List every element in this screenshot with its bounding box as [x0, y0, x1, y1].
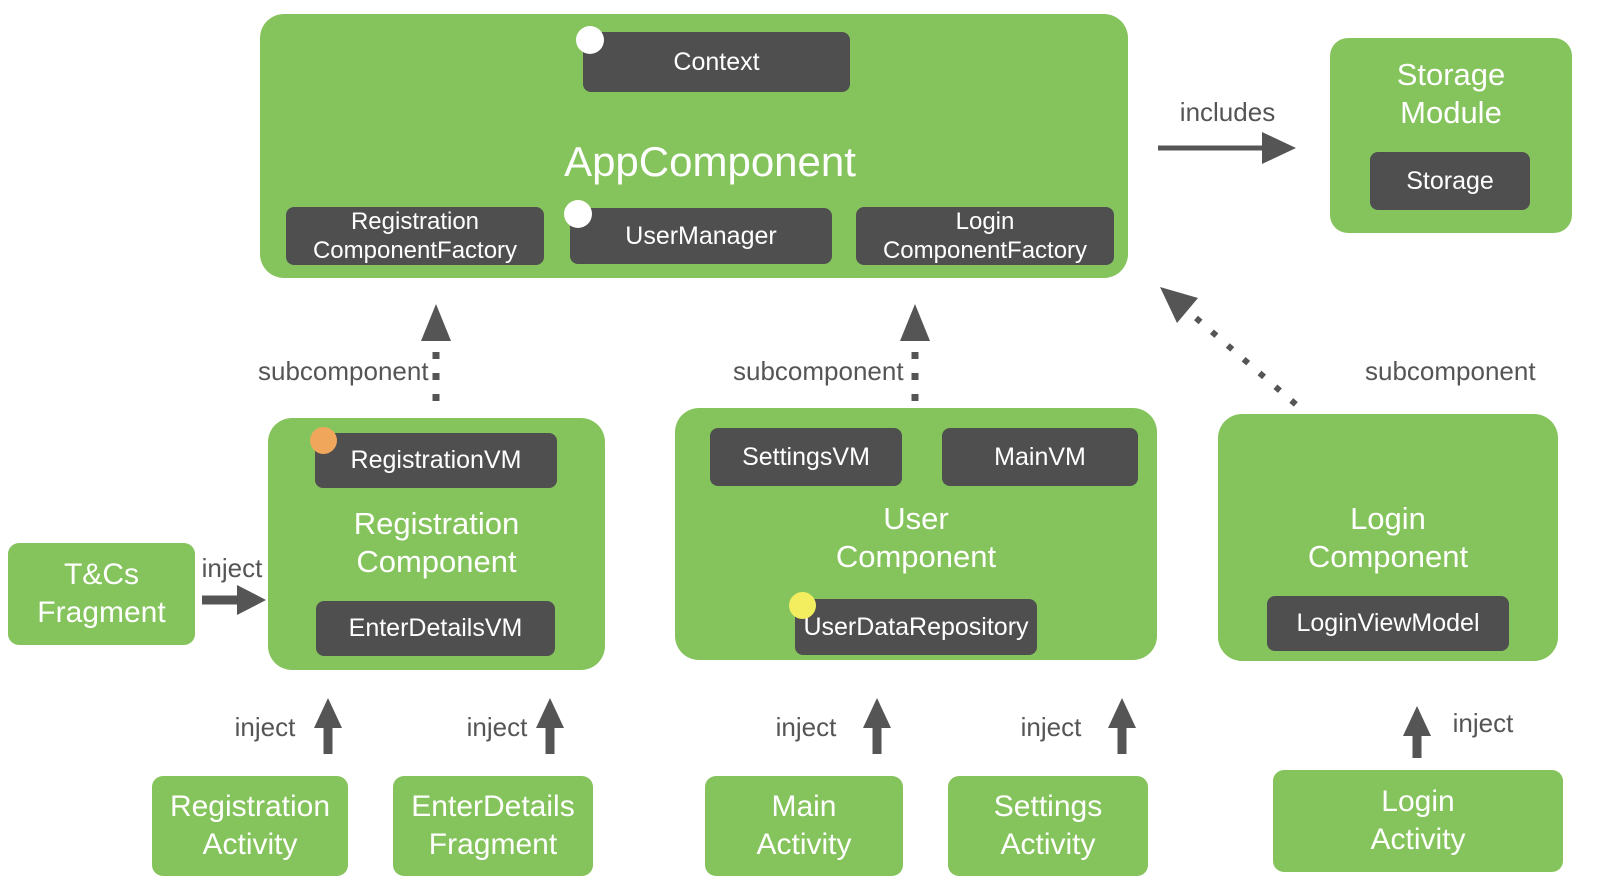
inject-arrow-settings-activity — [1108, 698, 1136, 754]
login-view-model-label: LoginViewModel — [1296, 609, 1480, 637]
enterdetails-fragment-line2: Fragment — [428, 828, 558, 861]
settings-activity-box: Settings Activity — [948, 776, 1148, 876]
registration-vm-label: RegistrationVM — [350, 446, 522, 474]
inject-label-main: inject — [775, 712, 837, 742]
user-title-line1: User — [883, 501, 949, 536]
settings-vm-label: SettingsVM — [742, 442, 870, 471]
registration-activity-line1: Registration — [169, 790, 331, 823]
scope-marker-orange-registrationvm — [310, 427, 337, 454]
main-vm-label: MainVM — [994, 442, 1086, 471]
storage-module-title-line2: Module — [1400, 95, 1502, 130]
inject-label-settings: inject — [1020, 712, 1082, 742]
user-manager-box: UserManager — [570, 208, 832, 264]
user-component-title: User Component — [675, 500, 1157, 576]
login-factory-label-line1: Login — [955, 208, 1015, 235]
login-component-title: Login Component — [1218, 500, 1558, 576]
main-activity-line1: Main — [771, 790, 837, 823]
user-title-line2: Component — [835, 539, 997, 574]
subcomponent-arrow-user — [900, 304, 930, 410]
inject-label-login: inject — [1452, 708, 1514, 738]
settings-activity-line1: Settings — [993, 790, 1103, 823]
storage-label: Storage — [1406, 166, 1494, 195]
settings-vm-box: SettingsVM — [710, 428, 902, 486]
tcs-fragment-box: T&Cs Fragment — [8, 543, 195, 645]
login-view-model-box: LoginViewModel — [1267, 596, 1509, 651]
subcomponent-label-registration: subcomponent — [258, 356, 429, 386]
registration-activity-box: Registration Activity — [152, 776, 348, 876]
inject-arrow-main-activity — [863, 698, 891, 754]
enterdetails-fragment-box: EnterDetails Fragment — [393, 776, 593, 876]
main-vm-box: MainVM — [942, 428, 1138, 486]
inject-label-tcs: inject — [201, 553, 263, 583]
login-component-factory-box: Login ComponentFactory — [856, 207, 1114, 265]
scope-marker-white-usermanager — [564, 200, 592, 228]
login-activity-line2: Activity — [1370, 823, 1466, 856]
registration-title-line2: Component — [356, 544, 517, 579]
login-factory-label-line2: ComponentFactory — [882, 237, 1088, 264]
context-label: Context — [673, 47, 760, 76]
registration-component-title: Registration Component — [268, 505, 605, 581]
context-box: Context — [583, 32, 850, 92]
scope-marker-yellow-userdatarepository — [789, 592, 816, 619]
settings-activity-line2: Activity — [1000, 828, 1096, 861]
enter-details-vm-label: EnterDetailsVM — [348, 614, 523, 642]
login-activity-box: Login Activity — [1273, 770, 1563, 872]
registration-activity-line2: Activity — [202, 828, 298, 861]
enter-details-vm-box: EnterDetailsVM — [316, 601, 555, 656]
login-title-line2: Component — [1307, 539, 1469, 574]
app-component-title: AppComponent — [564, 138, 856, 185]
storage-box: Storage — [1370, 152, 1530, 210]
inject-arrow-login-activity — [1403, 706, 1431, 758]
subcomponent-label-user: subcomponent — [733, 356, 904, 386]
login-title-line1: Login — [1350, 501, 1426, 536]
inject-label-enterdetails: inject — [466, 712, 528, 742]
registration-factory-label-line2: ComponentFactory — [312, 237, 518, 264]
subcomponent-arrow-registration — [421, 304, 451, 410]
inject-arrow-tcs — [202, 585, 266, 615]
tcs-fragment-label-line1: T&Cs — [63, 558, 139, 591]
subcomponent-arrow-login — [1160, 287, 1302, 411]
user-data-repository-label: UserDataRepository — [803, 612, 1029, 641]
user-data-repository-box: UserDataRepository — [795, 599, 1037, 655]
tcs-fragment-label-line2: Fragment — [37, 596, 166, 629]
subcomponent-label-login: subcomponent — [1365, 356, 1536, 386]
enterdetails-fragment-line1: EnterDetails — [411, 790, 575, 823]
registration-factory-label-line1: Registration — [350, 208, 480, 235]
main-activity-line2: Activity — [756, 828, 852, 861]
registration-title-line1: Registration — [353, 506, 520, 541]
registration-vm-box: RegistrationVM — [315, 433, 557, 488]
includes-label: includes — [1179, 97, 1276, 127]
inject-arrow-registration-activity — [314, 698, 342, 754]
scope-marker-white-context — [576, 26, 604, 54]
login-activity-line1: Login — [1381, 785, 1455, 818]
includes-arrow — [1158, 132, 1296, 164]
user-manager-label: UserManager — [625, 221, 777, 250]
registration-component-factory-box: Registration ComponentFactory — [286, 207, 544, 265]
inject-label-registration: inject — [234, 712, 296, 742]
storage-module-title-line1: Storage — [1396, 57, 1506, 92]
inject-arrow-enterdetails-fragment — [536, 698, 564, 754]
main-activity-box: Main Activity — [705, 776, 903, 876]
